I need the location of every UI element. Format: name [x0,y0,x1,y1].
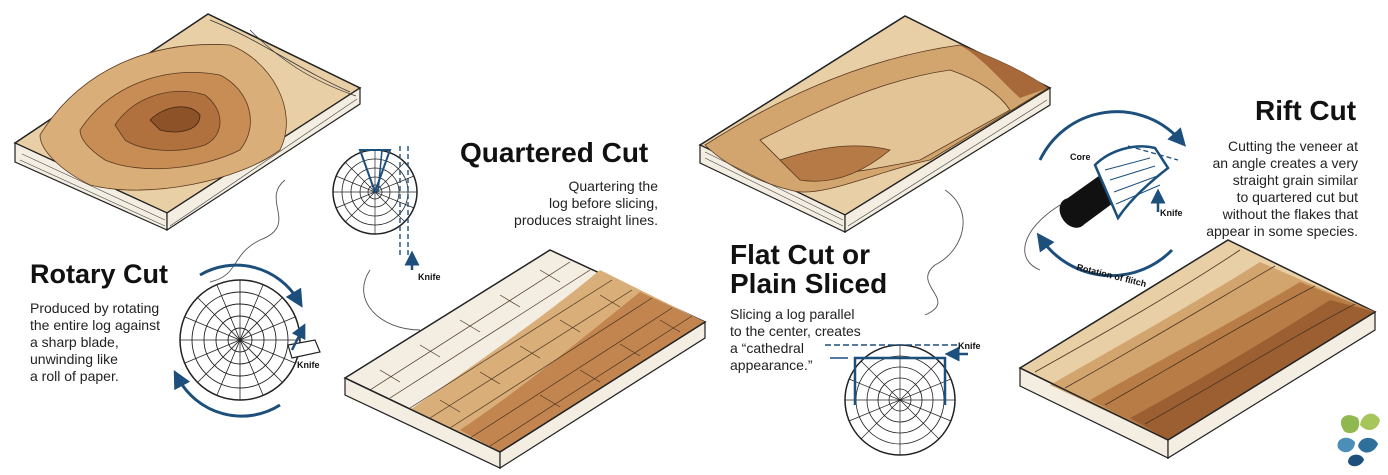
rift-cut-description: Cutting the veneer at an angle creates a… [1198,138,1358,240]
rift-knife-label: Knife [1160,208,1183,218]
description-line: produces straight lines. [514,212,658,228]
description-line: Produced by rotating [30,300,160,316]
rotary-cut-title: Rotary Cut [30,259,169,289]
flat-log-icon [825,344,968,456]
flat-cut-title-line: Plain Sliced [730,268,888,300]
knife-arrow-icon [290,323,306,351]
rotation-arrow-icon [1036,232,1174,278]
rotary-knife-label: Knife [297,360,320,370]
flat-cut-title: Flat Cut or Plain Sliced [730,240,887,299]
company-logo-icon [1337,413,1380,467]
description-line: appear in some species. [1206,223,1358,239]
quartered-knife-label: Knife [418,272,441,282]
quartered-cut-board [343,249,707,470]
quartered-log-icon [332,146,420,270]
description-line: unwinding like [30,351,118,367]
description-line: straight grain similar [1232,172,1358,188]
rotary-log-icon [173,263,321,418]
description-line: a roll of paper. [30,368,119,384]
quartered-cut-description: Quartering the log before slicing, produ… [458,178,658,229]
description-line: a sharp blade, [30,334,119,350]
rotary-cut-board [13,13,362,232]
description-line: to the center, creates [730,323,861,339]
rotary-cut-description: Produced by rotating the entire log agai… [30,300,160,385]
description-line: log before slicing, [549,195,658,211]
description-line: to quartered cut but [1236,189,1358,205]
flat-cut-title-line: Flat Cut or [730,239,870,270]
rift-cut-title: Rift Cut [1255,95,1357,126]
rift-flitch-icon [1036,110,1187,278]
flat-knife-label: Knife [958,341,981,351]
rift-core-label: Core [1070,152,1091,162]
flat-cut-description: Slicing a log parallel to the center, cr… [730,306,861,374]
description-line: appearance.” [730,357,813,373]
description-line: Quartering the [568,178,659,194]
flat-cut-board [698,15,1052,234]
connector-lines [209,179,1061,331]
quartered-cut-title: Quartered Cut [460,137,649,168]
description-line: an angle creates a very [1212,155,1358,171]
description-line: the entire log against [30,317,160,333]
description-line: Cutting the veneer at [1228,138,1358,154]
rotation-arrow-icon [1038,110,1187,161]
description-line: Slicing a log parallel [730,306,855,322]
description-line: without the flakes that [1222,206,1358,222]
rift-cut-board [1018,239,1377,460]
description-line: a “cathedral [730,340,804,356]
